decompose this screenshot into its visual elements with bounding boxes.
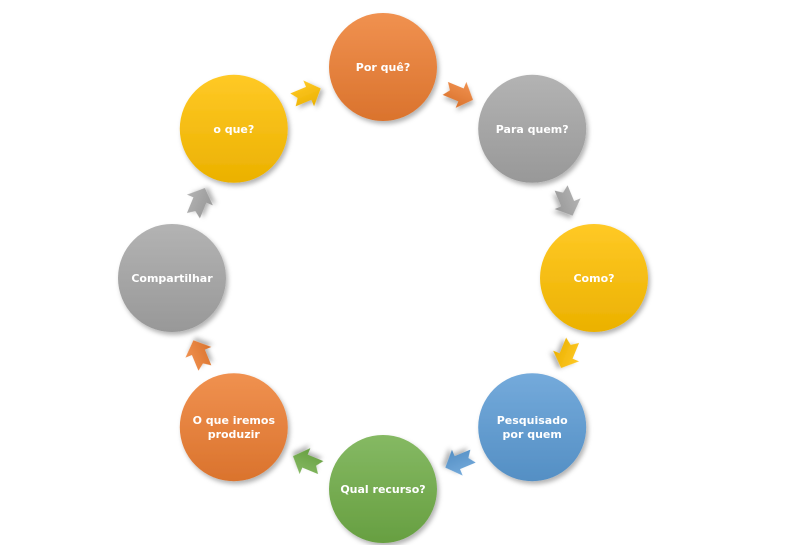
arrow-icon xyxy=(554,185,581,216)
cycle-node: Como? xyxy=(540,224,648,332)
node-label: por quem xyxy=(503,428,562,441)
node-label: o que? xyxy=(213,123,254,136)
arrow-icon xyxy=(442,81,474,108)
node-label: produzir xyxy=(208,428,261,441)
node-label: Como? xyxy=(573,272,614,285)
node-circle xyxy=(478,74,587,183)
node-circle xyxy=(329,13,437,121)
node-label: Para quem? xyxy=(496,123,569,136)
arrow-icon xyxy=(186,187,213,219)
node-label: O que iremos xyxy=(193,414,276,427)
cycle-node: Por quê? xyxy=(329,13,437,121)
node-label: Compartilhar xyxy=(131,272,213,285)
arrow-icon xyxy=(185,340,212,371)
node-circle xyxy=(540,224,648,332)
cycle-node: Para quem? xyxy=(478,74,587,183)
node-circle xyxy=(478,373,587,482)
node-circle xyxy=(118,224,226,332)
node-circle xyxy=(329,435,437,543)
node-circle xyxy=(179,74,288,183)
node-label: Por quê? xyxy=(356,61,410,74)
node-label: Qual recurso? xyxy=(340,483,425,496)
arrow-icon xyxy=(553,337,580,369)
arrow-icon xyxy=(290,80,321,107)
cycle-node: Compartilhar xyxy=(118,224,226,332)
node-label: Pesquisado xyxy=(497,414,568,427)
node-circle xyxy=(179,373,288,482)
arrow-icon xyxy=(292,448,324,475)
cycle-node: Qual recurso? xyxy=(329,435,437,543)
arrow-icon xyxy=(445,449,476,476)
cycle-node: o que? xyxy=(179,74,288,183)
